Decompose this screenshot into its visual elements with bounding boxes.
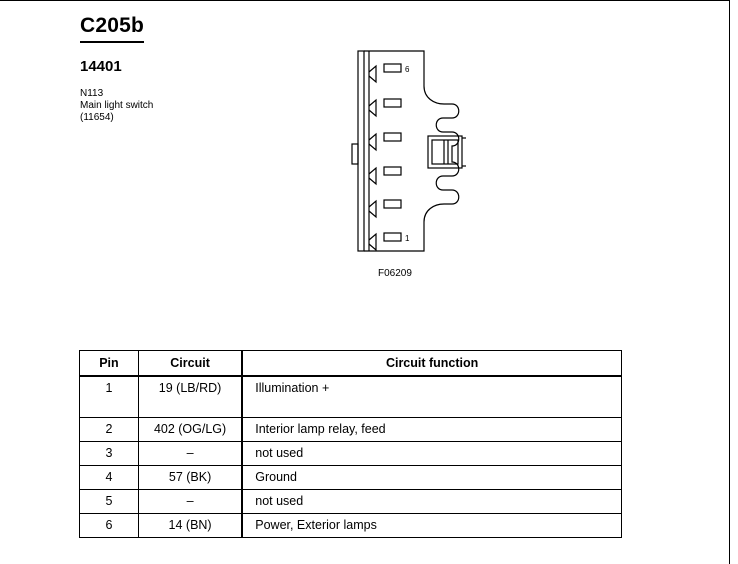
pin-cell: 6 — [79, 513, 139, 538]
latch-inner — [431, 139, 459, 165]
circuit-cell: 19 (LB/RD) — [137, 375, 243, 418]
pin-cavity-2 — [383, 199, 402, 209]
function-cell: Interior lamp relay, feed — [241, 417, 623, 442]
table-row: 5 – not used — [79, 489, 623, 514]
part-number: 14401 — [80, 58, 122, 75]
header-pin: Pin — [79, 350, 139, 377]
page-top-rule — [0, 0, 730, 1]
pin-cell: 2 — [79, 417, 139, 442]
pin-cavity-5 — [383, 98, 402, 108]
pin-cavity-1 — [383, 232, 402, 242]
component-name: Main light switch — [80, 100, 154, 111]
pin-number-label-bottom: 1 — [405, 234, 410, 243]
pin-cell: 4 — [79, 465, 139, 490]
cavity-notch — [368, 64, 377, 84]
header-circuit: Circuit — [137, 350, 243, 377]
pin-cell: 3 — [79, 441, 139, 466]
pin-number-label-top: 6 — [405, 65, 410, 74]
circuit-cell: – — [137, 489, 243, 514]
table-row: 2 402 (OG/LG) Interior lamp relay, feed — [79, 417, 623, 442]
connector-outer-wall — [357, 50, 365, 252]
connector-id-heading: C205b — [80, 14, 145, 37]
circuit-cell: – — [137, 441, 243, 466]
function-cell: not used — [241, 441, 623, 466]
cavity-notch — [368, 98, 377, 118]
connector-body-outline — [364, 50, 460, 252]
cavity-notch — [368, 199, 377, 219]
pin-cavity-6 — [383, 63, 402, 73]
latch-housing — [427, 135, 463, 169]
cavity-notch — [368, 232, 377, 252]
table-row: 4 57 (BK) Ground — [79, 465, 623, 490]
function-cell: not used — [241, 489, 623, 514]
function-cell: Illumination + — [241, 375, 623, 418]
table-row: 1 19 (LB/RD) Illumination + — [79, 375, 623, 418]
pin-assignment-table: Pin Circuit Circuit function 1 19 (LB/RD… — [79, 350, 623, 538]
locking-tab-left — [351, 143, 359, 165]
component-reference: (11654) — [80, 112, 114, 123]
pin-cavity-3 — [383, 166, 402, 176]
heading-underline — [80, 41, 144, 43]
pin-cavity-4 — [383, 132, 402, 142]
function-cell: Ground — [241, 465, 623, 490]
pin-cell: 5 — [79, 489, 139, 514]
circuit-cell: 402 (OG/LG) — [137, 417, 243, 442]
pin-cell: 1 — [79, 375, 139, 418]
function-cell: Power, Exterior lamps — [241, 513, 623, 538]
component-code: N113 — [80, 88, 104, 99]
table-row: 6 14 (BN) Power, Exterior lamps — [79, 513, 623, 538]
page-right-rule — [729, 0, 730, 564]
cavity-notch — [368, 132, 377, 152]
table-header-row: Pin Circuit Circuit function — [79, 350, 623, 377]
circuit-cell: 57 (BK) — [137, 465, 243, 490]
figure-id: F06209 — [378, 268, 412, 279]
circuit-cell: 14 (BN) — [137, 513, 243, 538]
header-circuit-function: Circuit function — [241, 350, 623, 377]
cavity-notch — [368, 166, 377, 186]
connector-face-diagram: 6 1 — [351, 50, 466, 252]
table-row: 3 – not used — [79, 441, 623, 466]
